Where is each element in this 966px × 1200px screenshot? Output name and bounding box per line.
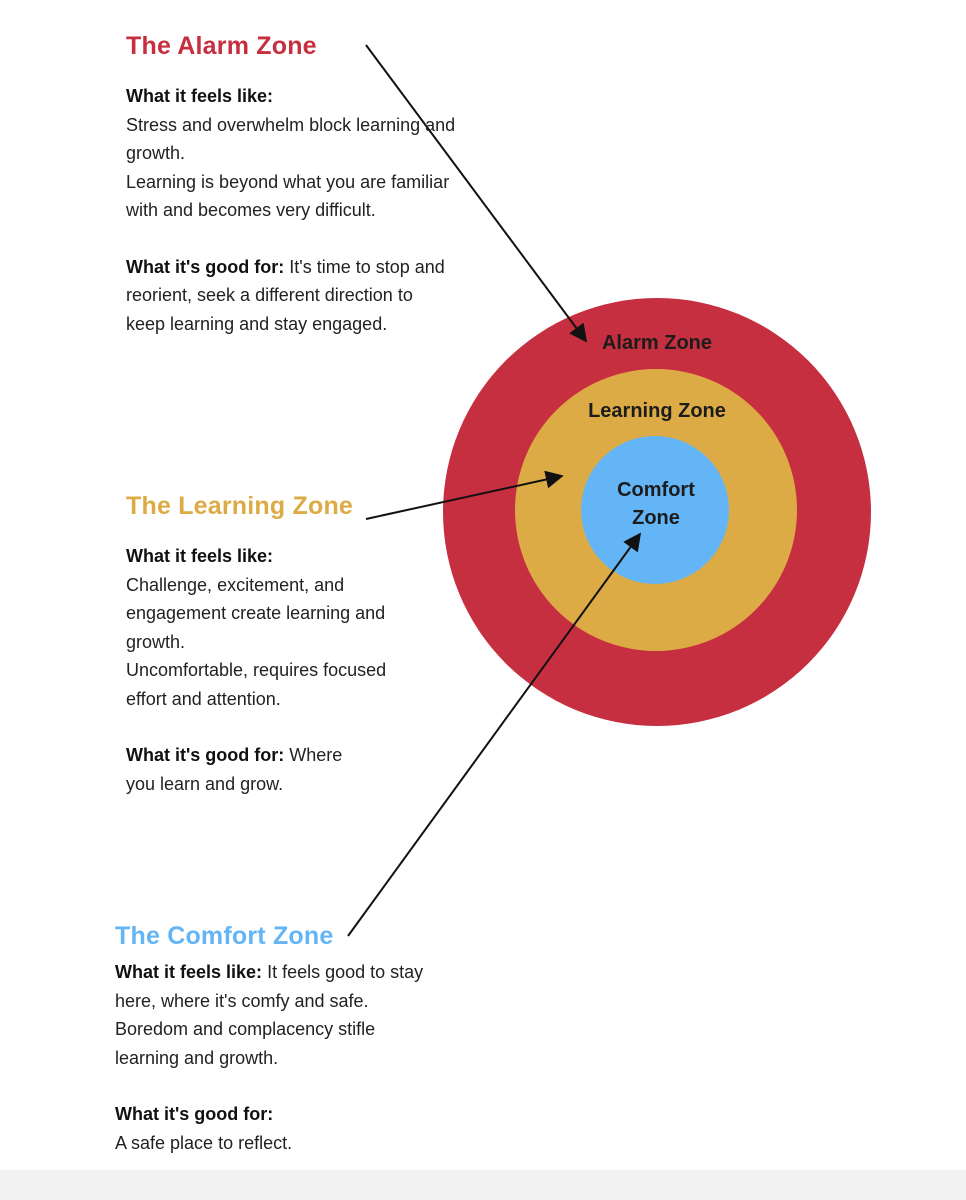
comfort-zone-circle: [581, 436, 729, 584]
comfort-feels-text: It feels good to stay here, where it's c…: [115, 962, 424, 1068]
alarm-zone-section: The Alarm Zone What it feels like: Stres…: [126, 30, 456, 338]
learning-good-heading: What it's good for:: [126, 745, 285, 765]
learning-zone-title: The Learning Zone: [126, 492, 354, 520]
alarm-good-heading: What it's good for:: [126, 256, 285, 277]
learning-feels-text-2: Uncomfortable, requires focused effort a…: [126, 660, 387, 709]
comfort-zone-label-line1: Comfort: [617, 479, 695, 501]
comfort-zone-section: The Comfort Zone What it feels like: It …: [115, 920, 435, 1157]
learning-zone-label: Learning Zone: [588, 400, 726, 422]
alarm-feels-text-2: Learning is beyond what you are familiar…: [126, 171, 450, 221]
alarm-zone-arrow: [365, 44, 588, 343]
comfort-zone-title: The Comfort Zone: [115, 922, 334, 950]
comfort-good-text: A safe place to reflect.: [115, 1132, 293, 1153]
comfort-feels-paragraph: What it feels like: It feels good to sta…: [115, 958, 435, 1072]
alarm-good-paragraph: What it's good for: It's time to stop an…: [126, 253, 456, 339]
learning-zone-arrow: [365, 470, 564, 520]
alarm-feels-paragraph: What it feels like: Stress and overwhelm…: [126, 82, 456, 225]
comfort-good-paragraph: What it's good for: A safe place to refl…: [115, 1100, 435, 1157]
alarm-zone-label: Alarm Zone: [602, 332, 712, 354]
alarm-zone-title: The Alarm Zone: [126, 32, 317, 60]
learning-good-text: Where you learn and grow.: [126, 745, 343, 794]
learning-zone-section: The Learning Zone What it feels like: Ch…: [126, 490, 416, 798]
learning-feels-text-1: Challenge, excitement, and engagement cr…: [126, 574, 386, 652]
learning-feels-heading: What it feels like:: [126, 546, 274, 566]
comfort-zone-label-line2: Zone: [632, 507, 680, 529]
alarm-good-text: It's time to stop and reorient, seek a d…: [126, 256, 445, 334]
alarm-feels-heading: What it feels like:: [126, 86, 274, 106]
bottom-strip: [0, 1170, 966, 1200]
comfort-feels-heading: What it feels like:: [115, 962, 263, 982]
alarm-feels-text-1: Stress and overwhelm block learning and …: [126, 114, 456, 164]
comfort-good-heading: What it's good for:: [115, 1104, 274, 1124]
comfort-zone-arrow: [347, 532, 642, 937]
learning-good-paragraph: What it's good for: Where you learn and …: [126, 741, 356, 798]
learning-feels-paragraph: What it feels like: Challenge, excitemen…: [126, 542, 416, 713]
